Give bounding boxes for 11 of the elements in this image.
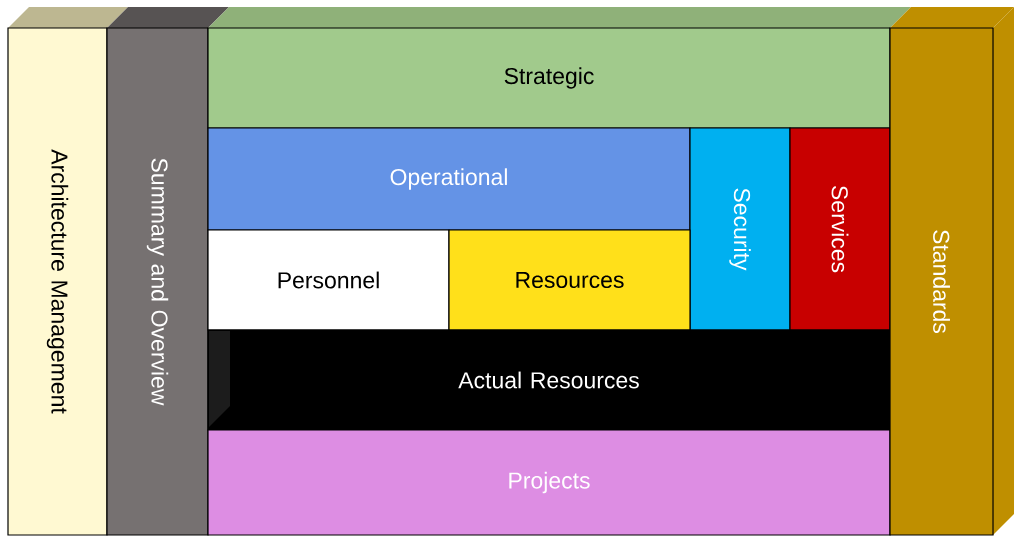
block: Architecture Management [7,7,128,536]
block: Security [689,127,791,331]
block: Actual Resources [207,329,891,431]
block: Resources [448,229,691,331]
block: Standards [889,7,1014,536]
block: Summary and Overview [106,7,229,536]
block: Operational [207,127,691,231]
block: Strategic [207,7,911,129]
block: Projects [207,429,891,536]
block: Personnel [207,229,450,331]
block: Services [789,127,891,331]
